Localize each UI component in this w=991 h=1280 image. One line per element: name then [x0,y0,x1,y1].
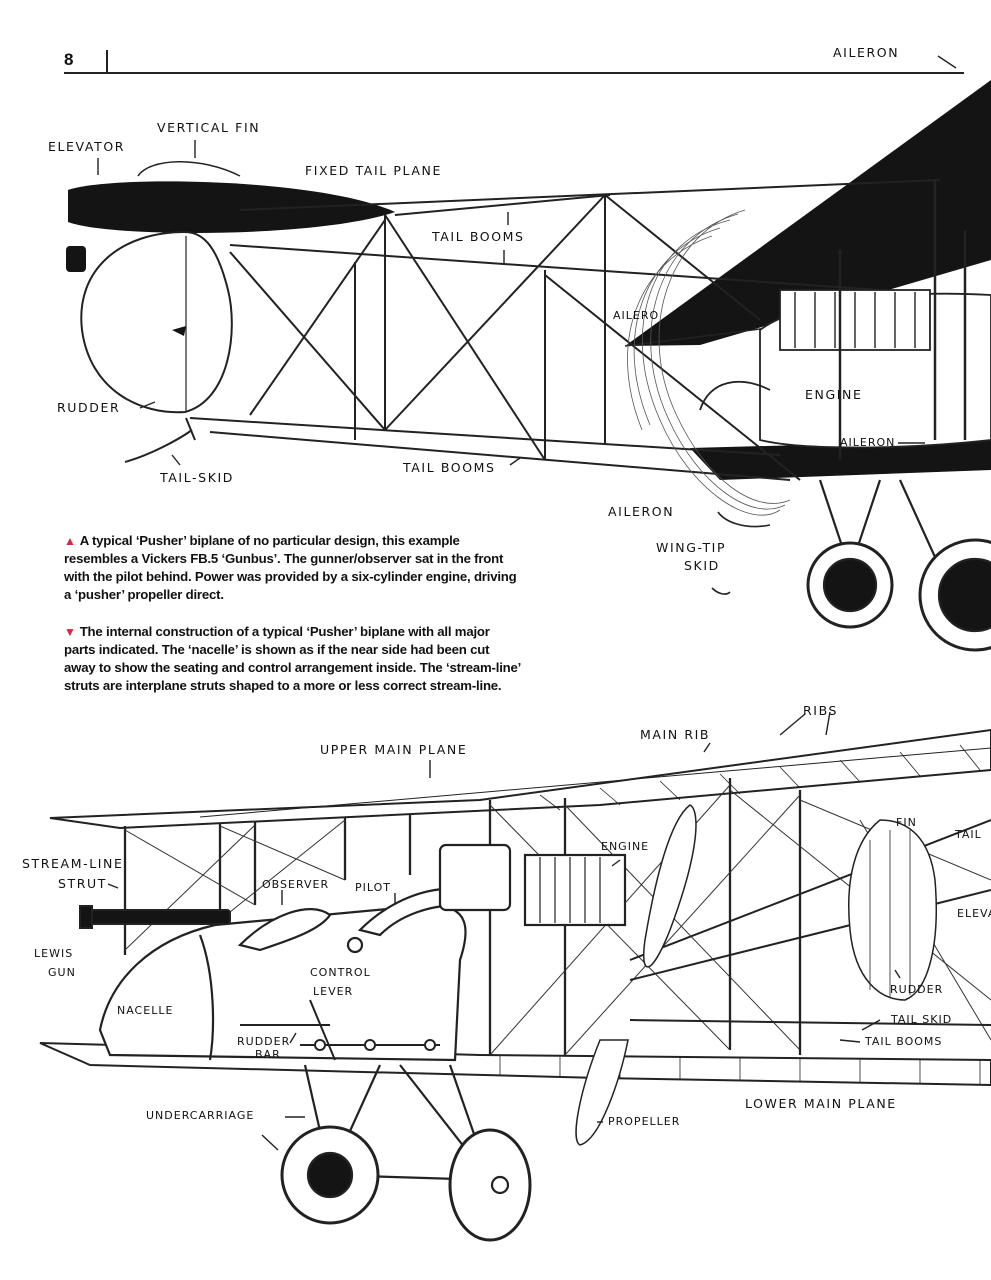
label-wing-tip-skid-line1: WING-TIP [656,540,727,555]
propeller-arc [627,209,791,516]
label-pilot: PILOT [355,881,391,894]
label-lewis-gun-line1: LEWIS [34,947,74,960]
caption-bottom-text: The internal construction of a typical ‘… [64,624,521,693]
lewis-gun-shape [79,905,231,929]
caption-bottom: ▼The internal construction of a typical … [64,623,524,695]
label-elevator: ELEVATOR [48,139,126,154]
tail-skid-shape [124,417,196,463]
engine-and-nacelle [699,180,991,460]
label-fixed-tail-plane: FIXED TAIL PLANE [305,163,442,178]
label-tail-booms-lower: TAIL BOOMS [403,460,496,475]
caption-top-text: A typical ‘Pusher’ biplane of no particu… [64,533,517,602]
label-wing-tip-skid-line2: SKID [684,558,720,573]
caption-marker-up: ▲ [64,534,76,548]
label-eleva-cut: ELEVA [957,907,991,920]
label-main-rib: MAIN RIB [640,727,711,742]
label-control-lever-line2: LEVER [313,985,354,998]
nacelle-cutaway [98,843,627,1062]
undercarriage-bottom [280,1064,532,1242]
label-fin: FIN [896,816,917,829]
header-divider-tick [106,50,108,72]
label-rudder-bar-line1: RUDDER [237,1035,291,1048]
label-tail-skid-bottom: TAIL SKID [891,1013,953,1026]
label-lewis-gun-line2: GUN [48,966,76,979]
label-tail-booms-bottom: TAIL BOOMS [865,1035,943,1048]
upper-main-plane [49,728,991,830]
page-number: 8 [64,50,74,69]
label-stream-line-strut-line2: STRUT [58,876,108,891]
interplane-struts [123,778,802,1060]
label-aileron-lower: AILERON [840,436,896,449]
label-aileron-mid: AILERO [613,309,660,322]
label-engine-top: ENGINE [805,387,863,402]
label-tail-cut: TAIL [955,828,982,841]
propeller-blade [575,804,697,1146]
top-leader-arrows [97,55,957,466]
wing-tip-skid-shape [711,511,771,595]
label-aileron-bottom: AILERON [608,504,675,519]
label-control-lever-line1: CONTROL [310,966,371,979]
tail-booms [189,179,941,481]
label-rudder-bar-line2: BAR [255,1048,281,1061]
label-rudder-bottom: RUDDER [890,983,944,996]
undercarriage-top [806,479,991,652]
tail-unit [66,161,395,414]
label-lower-main-plane: LOWER MAIN PLANE [745,1096,897,1111]
bottom-leader-arrows [107,711,901,1151]
label-aileron-top: AILERON [833,45,900,60]
label-stream-line-strut-line1: STREAM-LINE [22,856,124,871]
label-rudder-top: RUDDER [57,400,121,415]
caption-top: ▲A typical ‘Pusher’ biplane of no partic… [64,532,524,604]
label-tail-skid-top: TAIL-SKID [160,470,235,485]
label-nacelle: NACELLE [117,1004,174,1017]
header-rule [64,72,964,74]
label-engine-bottom: ENGINE [601,840,650,853]
label-tail-booms-upper: TAIL BOOMS [432,229,525,244]
label-vertical-fin: VERTICAL FIN [157,120,261,135]
label-upper-main-plane: UPPER MAIN PLANE [320,742,468,757]
label-propeller: PROPELLER [608,1115,681,1128]
rudder-bottom [848,819,937,1001]
label-undercarriage: UNDERCARRIAGE [146,1109,255,1122]
label-observer: OBSERVER [262,878,330,891]
label-ribs: RIBS [803,703,839,718]
caption-marker-down: ▼ [64,625,76,639]
control-gear [240,999,440,1061]
